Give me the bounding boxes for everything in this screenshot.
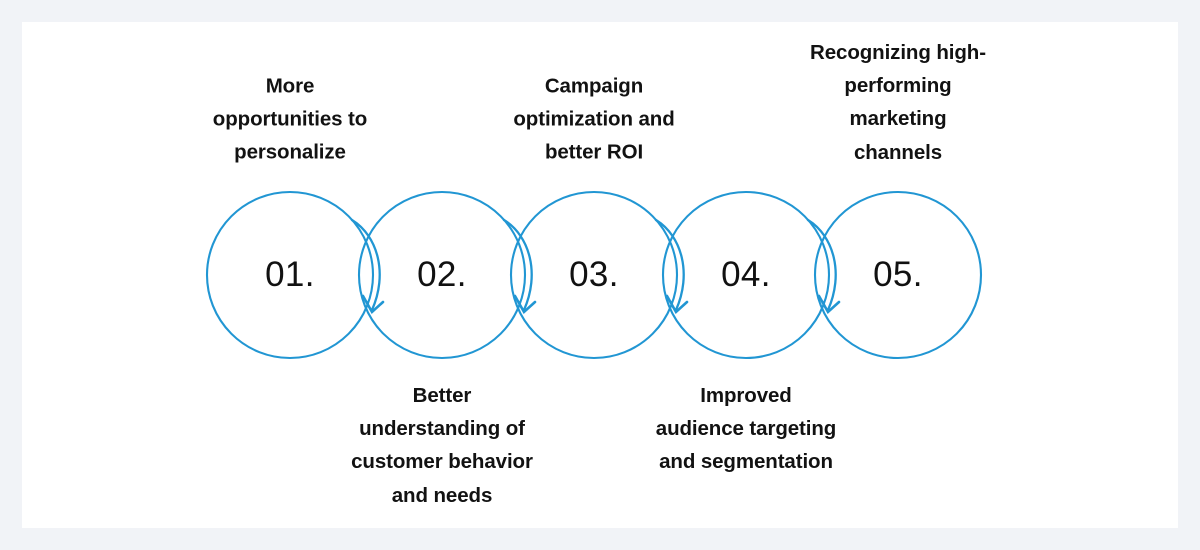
step-rings: [205, 190, 983, 360]
diagram-card: 01. 02. 03. 04. 05. More opportunities t…: [22, 22, 1178, 528]
curved-down-arrow-03-04: [654, 218, 689, 315]
ring-01: [205, 190, 375, 360]
step-caption-5: Recognizing high- performing marketing c…: [810, 41, 986, 164]
curved-down-arrow-01-02: [350, 218, 385, 315]
diagram-stage: 01. 02. 03. 04. 05. More opportunities t…: [22, 22, 1178, 528]
ring-03: [509, 190, 679, 360]
step-number-3: 03.: [569, 255, 619, 294]
ring-04: [661, 190, 831, 360]
step-caption-2: Better understanding of customer behavio…: [351, 384, 533, 507]
step-caption-1: More opportunities to personalize: [212, 74, 368, 164]
ring-02: [357, 190, 527, 360]
step-number-1: 01.: [265, 255, 315, 294]
step-caption-3: Campaign optimization and better ROI: [513, 74, 675, 164]
step-caption-4: Improved audience targeting and segmenta…: [655, 384, 837, 474]
connector-arrows: [350, 218, 841, 315]
step-number-5: 05.: [873, 255, 923, 294]
step-number-4: 04.: [721, 255, 771, 294]
curved-down-arrow-04-05: [806, 218, 841, 315]
step-number-2: 02.: [417, 255, 467, 294]
curved-down-arrow-02-03: [502, 218, 537, 315]
cycle-chain-graphic: [205, 190, 983, 360]
ring-05: [813, 190, 983, 360]
